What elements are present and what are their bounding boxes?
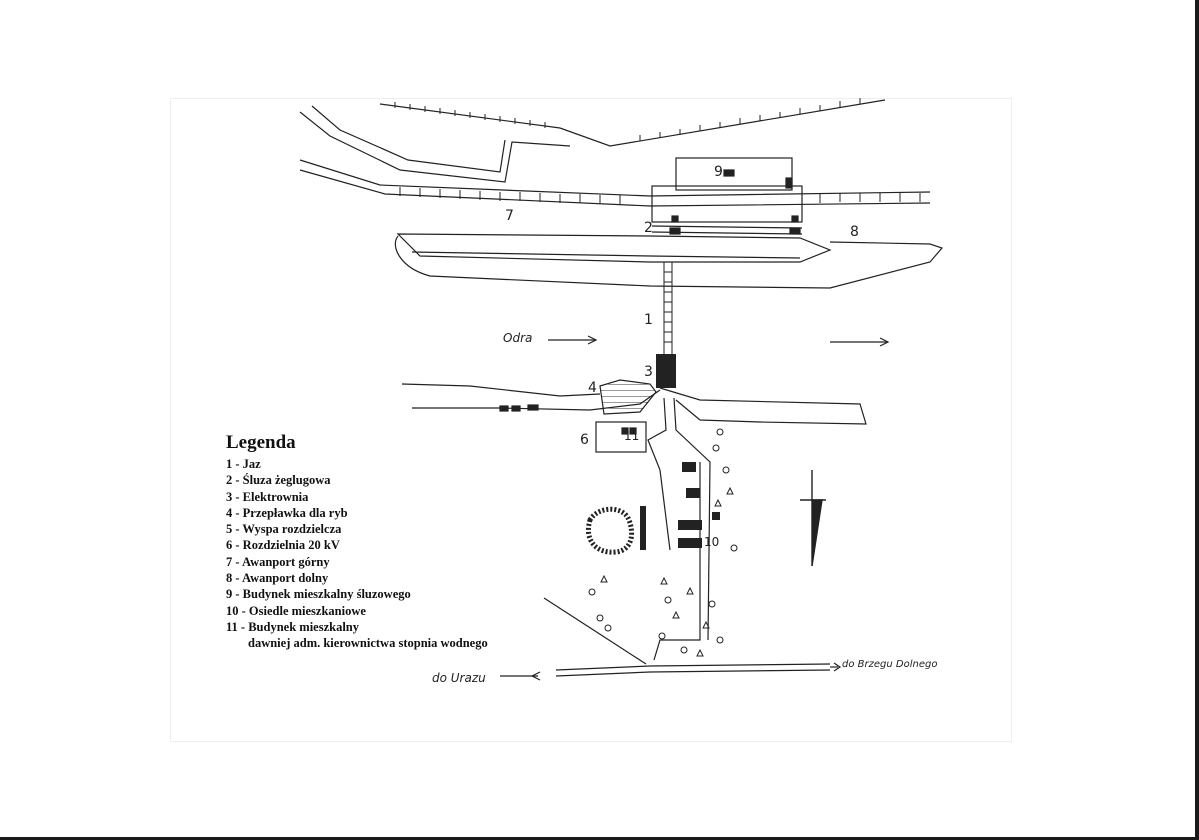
legend-item: 10 - Osiedle mieszkaniowe <box>226 603 366 618</box>
label-1: 1 <box>644 312 653 328</box>
power-plant <box>656 354 676 388</box>
label-9: 9 <box>714 164 723 180</box>
label-4: 4 <box>588 380 597 396</box>
settlement-houses <box>640 462 720 550</box>
legend-item-continuation: dawniej adm. kierownictwa stopnia wodneg… <box>248 636 488 651</box>
flow-arrows <box>548 335 890 347</box>
scan-edge-bottom <box>0 837 1199 840</box>
legend-title: Legenda <box>226 432 296 453</box>
label-11: 11 <box>624 429 639 443</box>
access-road <box>595 397 711 661</box>
road-right-label: do Brzegu Dolnego <box>842 659 937 670</box>
road-left-label: do Urazu <box>432 671 486 685</box>
legend-item: 11 - Budynek mieszkalny <box>226 619 360 634</box>
legend-item: 2 - Śluza żeglugowa <box>226 473 331 488</box>
north-arrow <box>800 470 826 567</box>
embankment-ticks <box>394 98 921 204</box>
legend-item: 1 - Jaz <box>226 457 261 471</box>
legend-item: 6 - Rozdzielnia 20 kV <box>226 538 340 553</box>
label-6: 6 <box>580 432 589 448</box>
legend-item: 4 - Przepławka dla ryb <box>226 505 348 520</box>
label-8: 8 <box>850 224 859 240</box>
legend-item: 5 - Wyspa rozdzielcza <box>226 522 342 537</box>
label-7: 7 <box>505 208 514 224</box>
legend: Legenda 1 - Jaz 2 - Śluza żeglugowa 3 - … <box>226 432 488 652</box>
scan-edge-right <box>1195 0 1199 840</box>
legend-item: 9 - Budynek mieszkalny śluzowego <box>226 587 411 602</box>
map-sheet <box>170 98 1012 742</box>
lock-and-island <box>394 157 944 289</box>
legend-item: 7 - Awanport górny <box>226 554 330 569</box>
legend-item: 3 - Elektrownia <box>226 489 309 504</box>
upper-embankment <box>299 99 931 207</box>
label-2: 2 <box>644 220 653 236</box>
label-10: 10 <box>704 535 719 549</box>
pond <box>586 506 635 555</box>
river-label: Odra <box>503 331 532 345</box>
lower-bank <box>401 379 867 425</box>
legend-item: 8 - Awanport dolny <box>226 571 329 586</box>
weir <box>663 262 673 356</box>
trees <box>588 428 738 657</box>
main-road <box>500 597 842 681</box>
label-3: 3 <box>644 364 653 380</box>
